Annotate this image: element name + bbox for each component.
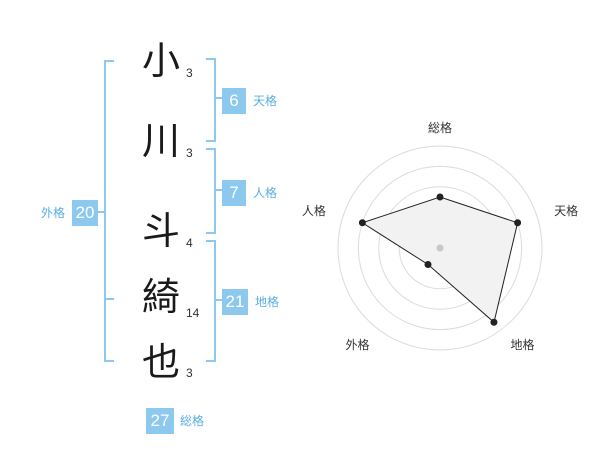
radar-point: [514, 219, 522, 227]
stroke-count-2: 3: [186, 146, 193, 160]
stroke-count-1: 3: [186, 66, 193, 80]
radar-ring: [337, 145, 543, 351]
soukaku-label: 総格: [180, 414, 205, 428]
chikaku-label: 地格: [255, 295, 280, 309]
radar-ring: [357, 165, 523, 331]
radar-axis-label: 天格: [554, 203, 578, 218]
radar-area: [361, 196, 519, 324]
jinkaku-bracket: [206, 148, 216, 234]
name-char-1: 小: [141, 39, 180, 83]
stroke-count-5: 3: [186, 366, 193, 380]
name-char-2: 川: [141, 119, 180, 163]
jinkaku-value-badge: 7: [222, 180, 246, 206]
tenkaku-bracket: [206, 58, 216, 142]
jinkaku-tick: [214, 189, 222, 191]
chikaku-tick: [214, 299, 222, 301]
radar-axis-label: 人格: [302, 203, 326, 218]
name-char-5: 也: [141, 340, 180, 384]
chikaku-value-badge: 21: [222, 289, 248, 315]
gaikaku-tick: [98, 211, 106, 213]
radar-center-dot: [436, 244, 444, 252]
chikaku-bracket: [206, 240, 216, 362]
radar-point: [490, 318, 498, 326]
stroke-count-4: 14: [186, 306, 200, 320]
radar-point: [358, 219, 366, 227]
gaikaku-label: 外格: [41, 206, 66, 220]
tenkaku-label: 天格: [253, 94, 278, 108]
soukaku-value-badge: 27: [146, 408, 174, 434]
jinkaku-label: 人格: [253, 186, 278, 200]
radar-axis-label: 総格: [428, 120, 452, 135]
stroke-count-3: 4: [186, 236, 193, 250]
radar-point: [424, 261, 432, 269]
name-char-4: 綺: [141, 275, 180, 319]
radar-axis-label: 外格: [345, 337, 369, 352]
name-char-3: 斗: [141, 209, 180, 253]
gaikaku-inner-tick: [104, 298, 114, 300]
radar-point: [436, 193, 444, 201]
tenkaku-tick: [214, 97, 222, 99]
tenkaku-value-badge: 6: [222, 88, 246, 114]
radar-axis-label: 地格: [511, 337, 535, 352]
gaikaku-value-badge: 20: [72, 200, 98, 226]
